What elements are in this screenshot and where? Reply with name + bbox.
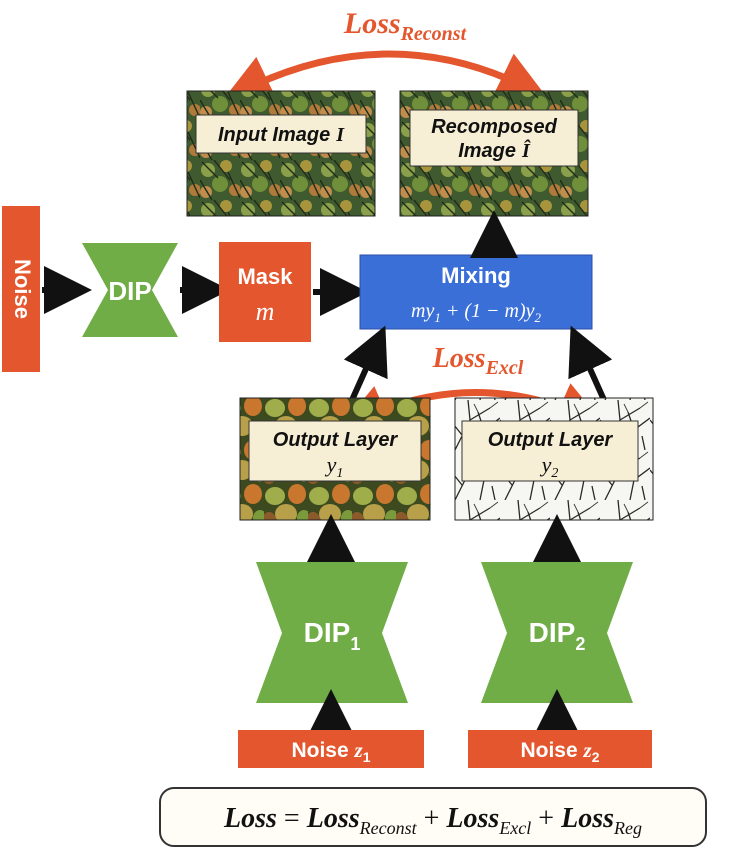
output-layer-2-panel: Output Layer y2 — [454, 397, 654, 521]
noise-z2-label: Noise z2 — [520, 738, 599, 765]
mixing-box: Mixing my1 + (1 − m)y2 — [359, 254, 593, 330]
arrow-output2-to-mixing — [568, 325, 613, 402]
dip-1-block: DIP1 — [256, 562, 408, 703]
loss-formula: Loss = LossReconst + LossExcl + LossReg — [223, 803, 642, 838]
mask-title: Mask — [237, 264, 293, 289]
noise-input-label: Noise — [10, 259, 35, 319]
noise-input-box: Noise — [2, 206, 40, 372]
dip-main-block: DIP — [82, 243, 178, 337]
output-layer-2-symbol: y2 — [540, 452, 559, 481]
dip-main-label: DIP — [108, 276, 151, 306]
noise-z1-label: Noise z1 — [291, 738, 370, 765]
dip-2-block: DIP2 — [481, 562, 633, 703]
recomposed-image-label-line1: Recomposed — [431, 116, 557, 138]
loss-reconst-label: LossReconst — [343, 7, 468, 45]
output-layer-1-title: Output Layer — [273, 429, 399, 451]
mask-symbol: m — [256, 297, 275, 326]
output-layer-1-panel: Output Layer y1 — [239, 397, 431, 521]
noise-z1-box: Noise z1 — [238, 730, 424, 768]
dip-2-label: DIP2 — [529, 617, 586, 654]
output-layer-1-symbol: y1 — [325, 452, 344, 481]
output-layer-2-title: Output Layer — [488, 429, 614, 451]
mixing-title: Mixing — [441, 263, 511, 288]
loss-reconst-arc — [222, 50, 547, 102]
mixing-formula: my1 + (1 − m)y2 — [411, 300, 541, 325]
loss-excl-label: LossExcl — [432, 343, 524, 379]
arrow-output1-to-mixing — [343, 325, 388, 402]
noise-z2-box: Noise z2 — [468, 730, 652, 768]
dip-1-label: DIP1 — [304, 617, 361, 654]
loss-formula-box: Loss = LossReconst + LossExcl + LossReg — [159, 787, 707, 847]
mask-box: Mask m — [219, 242, 311, 342]
